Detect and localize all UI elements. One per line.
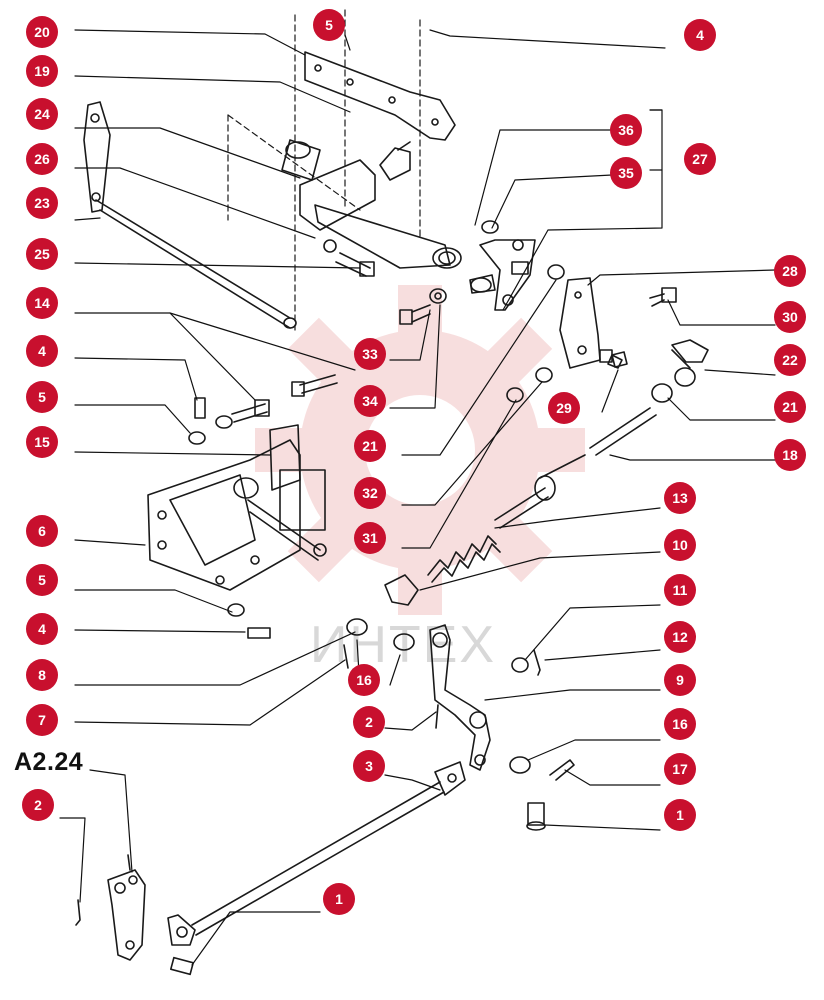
mounting-bracket-6 bbox=[147, 424, 327, 591]
callout-28: 28 bbox=[774, 255, 806, 287]
shaft-housing-24 bbox=[281, 139, 462, 269]
figure-label: A2.24 bbox=[14, 748, 84, 776]
block-29 bbox=[611, 351, 628, 368]
frame-dashes bbox=[227, 9, 421, 331]
callout-8: 8 bbox=[26, 659, 58, 691]
callout-4: 4 bbox=[26, 335, 58, 367]
watermark-text: ИНТЕХ bbox=[310, 616, 497, 674]
callout-2: 2 bbox=[353, 706, 385, 738]
callout-21: 21 bbox=[774, 391, 806, 423]
callout-5: 5 bbox=[313, 9, 345, 41]
callout-19: 19 bbox=[26, 55, 58, 87]
callout-24: 24 bbox=[26, 98, 58, 130]
callout-22: 22 bbox=[774, 344, 806, 376]
callout-3: 3 bbox=[353, 750, 385, 782]
callout-26: 26 bbox=[26, 143, 58, 175]
callout-5: 5 bbox=[26, 381, 58, 413]
link-arm-35-36 bbox=[469, 220, 536, 311]
callout-34: 34 bbox=[354, 385, 386, 417]
callout-29: 29 bbox=[548, 392, 580, 424]
rod-spring-18-13 bbox=[384, 407, 657, 606]
bolts-left bbox=[188, 374, 338, 639]
lever-9 bbox=[343, 618, 575, 831]
callout-16: 16 bbox=[664, 708, 696, 740]
callout-16: 16 bbox=[348, 664, 380, 696]
callout-27: 27 bbox=[684, 143, 716, 175]
clevis-28 bbox=[559, 277, 623, 369]
arm-shaft-23 bbox=[83, 101, 297, 329]
callout-4: 4 bbox=[26, 613, 58, 645]
callout-14: 14 bbox=[26, 287, 58, 319]
callout-10: 10 bbox=[664, 529, 696, 561]
callout-31: 31 bbox=[354, 522, 386, 554]
callout-9: 9 bbox=[664, 664, 696, 696]
callout-20: 20 bbox=[26, 16, 58, 48]
callout-7: 7 bbox=[26, 704, 58, 736]
callout-18: 18 bbox=[774, 439, 806, 471]
callout-5: 5 bbox=[26, 564, 58, 596]
bolt-washer-33-34 bbox=[399, 288, 447, 325]
callout-2: 2 bbox=[22, 789, 54, 821]
callout-15: 15 bbox=[26, 426, 58, 458]
callout-11: 11 bbox=[664, 574, 696, 606]
callout-25: 25 bbox=[26, 238, 58, 270]
callout-30: 30 bbox=[774, 301, 806, 333]
callout-1: 1 bbox=[664, 799, 696, 831]
small-arm-inset bbox=[75, 854, 146, 961]
callout-6: 6 bbox=[26, 515, 58, 547]
callout-35: 35 bbox=[610, 157, 642, 189]
callout-36: 36 bbox=[610, 114, 642, 146]
bolt-30-joint-22 bbox=[649, 287, 709, 369]
tie-rod-3 bbox=[167, 761, 466, 976]
bracket-plate-20 bbox=[304, 51, 456, 141]
callout-21: 21 bbox=[354, 430, 386, 462]
callout-23: 23 bbox=[26, 187, 58, 219]
callout-17: 17 bbox=[664, 753, 696, 785]
callout-13: 13 bbox=[664, 482, 696, 514]
callout-33: 33 bbox=[354, 338, 386, 370]
callout-12: 12 bbox=[664, 621, 696, 653]
callout-32: 32 bbox=[354, 477, 386, 509]
callout-4: 4 bbox=[684, 19, 716, 51]
callout-1: 1 bbox=[323, 883, 355, 915]
bolt-25 bbox=[323, 239, 375, 277]
nuts bbox=[506, 264, 696, 403]
